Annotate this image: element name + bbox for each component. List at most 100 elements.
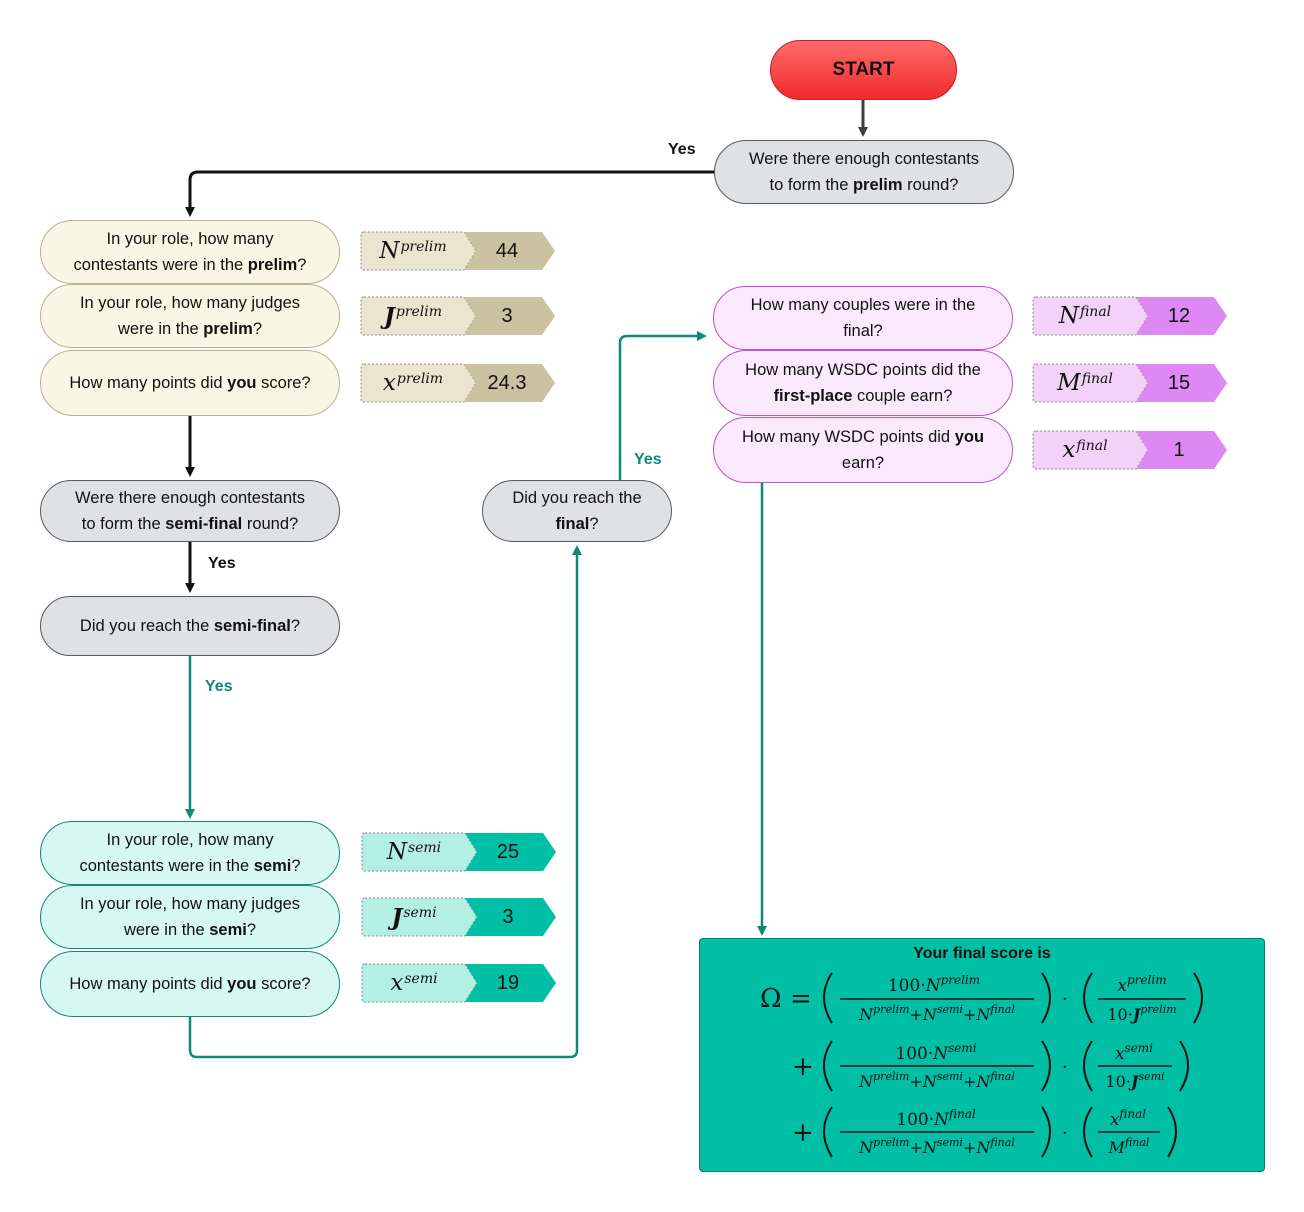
right-paren (1041, 1040, 1051, 1092)
right-paren (1179, 1040, 1189, 1092)
var-tag-value-cell (1136, 364, 1227, 402)
q-bold: semi (253, 857, 292, 875)
var-tag-symbol-cell (361, 897, 478, 937)
var-tag-symbol-cell (360, 231, 477, 271)
q-text: were in the (117, 320, 204, 338)
var-tag-value-cell (465, 833, 556, 871)
var-symbol: J (391, 903, 403, 931)
prelim-points-question: How many points did you score? (40, 350, 340, 416)
q-bold: you (227, 975, 257, 993)
plus-sign: + (792, 1118, 814, 1148)
var-superscript: prelim (395, 304, 443, 320)
q-text: score? (256, 374, 311, 392)
q-text: round? (902, 176, 959, 194)
fraction-denominator: Mfinal (1108, 1136, 1150, 1157)
var-tag-shape (361, 963, 556, 1003)
var-symbol: M (1057, 370, 1081, 396)
fraction-denominator: Nprelim+Nsemi+Nfinal (858, 1070, 1015, 1091)
var-symbol: N (379, 238, 400, 264)
var-tag-value-cell (464, 297, 555, 335)
var-superscript: semi (407, 840, 442, 856)
q-bold: prelim (203, 320, 253, 338)
var-tag-shape (1032, 363, 1227, 403)
equals-sign: = (790, 984, 812, 1014)
var-tag-value-cell (1136, 297, 1227, 335)
var-value: 19 (496, 971, 520, 994)
var-value: 3 (501, 304, 513, 327)
var-tag-symbol-cell (1032, 296, 1149, 336)
q-text: final? (843, 322, 883, 340)
var-value: 15 (1167, 371, 1191, 394)
var-superscript: final (1079, 304, 1112, 320)
start-node: START (770, 40, 957, 100)
q-text: Did you reach the (512, 489, 642, 507)
q-text: Were there enough contestants (749, 150, 979, 168)
var-symbol: x (390, 970, 404, 996)
final-score-box: Your final score is Ω = 100·Nprelim Npre… (699, 938, 1265, 1172)
fraction-denominator: Nprelim+Nsemi+Nfinal (858, 1136, 1015, 1157)
var-symbol: N (386, 839, 407, 865)
var-value: 44 (495, 239, 519, 262)
semi-points-question: How many points did you score? (40, 951, 340, 1017)
var-symbol: J (383, 302, 395, 330)
var-tag-value-cell (464, 364, 555, 402)
prelim-round-question: Were there enough contestants to form the… (714, 140, 1014, 204)
var-tag-symbol-cell (361, 963, 478, 1003)
q-bold: prelim (852, 176, 903, 194)
q-text: Did you reach the (79, 617, 214, 635)
omega-symbol: Ω (760, 984, 782, 1014)
var-superscript: final (1076, 438, 1108, 454)
q-text: ? (291, 857, 301, 875)
var-tag-shape (1032, 296, 1227, 336)
fraction-denominator: Nprelim+Nsemi+Nfinal (858, 1003, 1015, 1024)
q-text: score? (256, 975, 311, 993)
start-label: START (832, 59, 895, 80)
edge-semi-to-reach-final (188, 545, 582, 1059)
left-paren (1083, 1106, 1093, 1158)
var-tag-shape (360, 296, 555, 336)
q-bold: you (954, 428, 985, 446)
q-text: round? (242, 515, 299, 533)
q-text: ? (589, 515, 599, 533)
yes-label-semi-round: Yes (208, 555, 236, 572)
var-value: 1 (1173, 438, 1185, 461)
var-tag-symbol-cell (360, 363, 477, 403)
var-tag-symbol-cell (360, 296, 477, 336)
reach-semi-question: Did you reach the semi-final? (40, 596, 340, 656)
q-text: How many couples were in the (750, 296, 976, 314)
var-superscript: prelim (396, 371, 444, 387)
var-tag-value-cell (465, 898, 556, 936)
edge-prelim-yes (185, 170, 714, 217)
q-text: were in the (123, 921, 210, 939)
var-value: 25 (496, 840, 520, 863)
q-text: to form the (81, 515, 166, 533)
q-bold: semi-final (213, 617, 291, 635)
left-paren (823, 1106, 833, 1158)
final-score-title: Your final score is (913, 945, 1051, 962)
var-tag-symbol-cell (1032, 430, 1149, 470)
var-symbol: x (382, 370, 396, 396)
var-value: 3 (502, 905, 514, 928)
var-tag-symbol-cell (361, 832, 478, 872)
q-text: ? (246, 921, 257, 939)
q-text: to form the (769, 176, 853, 194)
var-tag-symbol-cell (1032, 363, 1149, 403)
var-tag-value-cell (1136, 431, 1227, 469)
yes-label-reach-final: Yes (634, 451, 662, 468)
var-tag-shape (360, 363, 555, 403)
yes-label-reach-semi: Yes (205, 678, 233, 695)
q-text: How many points did (69, 975, 228, 993)
q-text: ? (297, 256, 307, 274)
q-text: couple earn? (852, 387, 953, 405)
q-text: In your role, how many (106, 230, 274, 248)
